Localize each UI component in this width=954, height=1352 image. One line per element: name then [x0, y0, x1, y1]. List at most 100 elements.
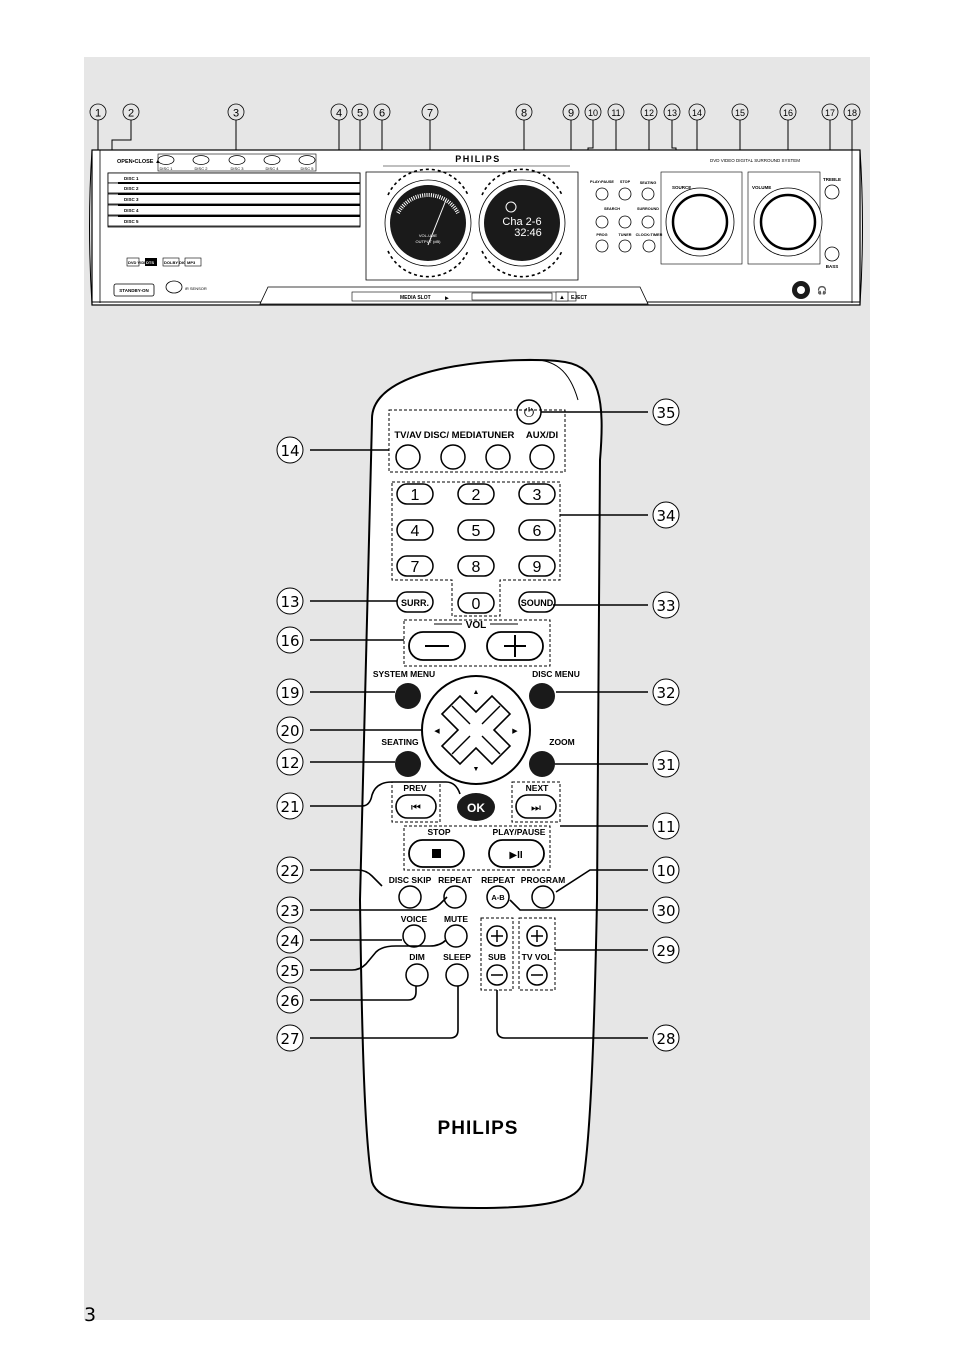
svg-text:3: 3 [233, 108, 239, 120]
disc-buttons: DISC 1 DISC 2 DISC 3 DISC 4 DISC 5 [157, 155, 316, 172]
callout-2: 2 [122, 103, 140, 121]
unit-clock-timer-button[interactable] [642, 239, 656, 253]
vol-plus-button[interactable] [486, 631, 544, 661]
unit-prog-button[interactable] [595, 239, 609, 253]
svg-text:DISC SKIP: DISC SKIP [389, 875, 432, 885]
unit-next-button[interactable] [618, 215, 632, 229]
svg-text:29: 29 [656, 942, 675, 960]
zoom-button[interactable]: ZOOM [529, 737, 575, 777]
vol-minus-button[interactable] [408, 631, 466, 661]
remote-callout-left-24: 24 [276, 926, 304, 954]
system-menu-button[interactable]: SYSTEM MENU [373, 669, 435, 709]
dim-button[interactable]: DIM [405, 952, 429, 987]
svg-text:TUNER: TUNER [618, 233, 631, 237]
svg-text:PLAY•PAUSE: PLAY•PAUSE [590, 180, 614, 184]
tv-av-button[interactable]: TV/AV [394, 430, 422, 470]
digit-5-button[interactable]: 5 [457, 519, 495, 541]
prev-button[interactable]: PREV ⏮ [395, 783, 437, 819]
disc-button-1[interactable]: DISC 1 [157, 155, 175, 172]
unit-play-pause-button[interactable] [595, 187, 609, 201]
stop-button[interactable]: STOP [408, 827, 465, 868]
bass-knob[interactable]: BASS [824, 246, 840, 269]
nav-left-icon: ◀ [434, 728, 440, 735]
play-pause-button[interactable]: PLAY/PAUSE ▶II [488, 827, 546, 868]
remote-callout-right-31: 31 [652, 750, 680, 778]
svg-text:1: 1 [411, 487, 420, 504]
disc-skip-button[interactable]: DISC SKIP [389, 875, 432, 909]
media-slot[interactable]: MEDIA SLOT ▶ ▲ EJECT [259, 286, 649, 305]
unit-tuner-button[interactable] [618, 239, 632, 253]
svg-text:PLAY/PAUSE: PLAY/PAUSE [493, 827, 546, 837]
digit-8-button[interactable]: 8 [457, 555, 495, 577]
nav-down-icon: ▼ [473, 766, 480, 773]
nav-right-icon: ▶ [512, 728, 518, 735]
repeat-button[interactable]: REPEAT [438, 875, 473, 909]
open-close-label: OPEN•CLOSE ▲ [117, 159, 160, 165]
unit-stop-button[interactable] [618, 187, 632, 201]
svg-text:AUX/DI: AUX/DI [526, 430, 558, 441]
svg-text:▲: ▲ [559, 295, 565, 301]
headphone-jack[interactable]: 🎧 [792, 281, 827, 299]
tv-vol-plus-button[interactable] [526, 925, 548, 947]
tray-4: DISC 4 [124, 208, 139, 213]
standby-button[interactable]: STANDBY-ON [113, 283, 155, 297]
digit-0-button[interactable]: 0 [457, 592, 495, 614]
unit-surround-button[interactable] [641, 215, 655, 229]
source-knob[interactable]: SOURCE [660, 171, 743, 265]
sound-button[interactable]: SOUND [518, 591, 556, 613]
svg-text:8: 8 [472, 559, 481, 576]
svg-text:STANDBY-ON: STANDBY-ON [119, 288, 148, 293]
svg-text:DOLBY DIGITAL: DOLBY DIGITAL [164, 260, 195, 265]
seating-button[interactable]: SEATING [381, 737, 421, 777]
digit-3-button[interactable]: 3 [518, 483, 556, 505]
disc-button-2[interactable]: DISC 2 [192, 155, 210, 172]
svg-text:33: 33 [656, 597, 675, 615]
svg-text:7: 7 [411, 559, 420, 576]
unit-seating-button[interactable] [641, 187, 655, 201]
aux-di-button[interactable]: AUX/DI [526, 430, 558, 470]
digit-6-button[interactable]: 6 [518, 519, 556, 541]
disc-trays: DISC 1 DISC 2 DISC 3 DISC 4 DISC 5 [107, 172, 361, 228]
mute-button[interactable]: MUTE [444, 914, 468, 948]
disc-menu-button[interactable]: DISC MENU [529, 669, 580, 709]
tv-vol-minus-button[interactable] [526, 964, 548, 986]
svg-text:17: 17 [825, 108, 835, 118]
callout-18: 18 [843, 103, 861, 121]
surr-button[interactable]: SURR. [396, 591, 434, 613]
svg-text:14: 14 [692, 108, 702, 118]
unit-prev-button[interactable] [595, 215, 609, 229]
remote-callout-left-25: 25 [276, 956, 304, 984]
repeat-ab-button[interactable]: REPEAT A-B [481, 875, 516, 909]
digit-4-button[interactable]: 4 [396, 519, 434, 541]
digit-7-button[interactable]: 7 [396, 555, 434, 577]
ok-button[interactable]: OK [457, 793, 495, 821]
svg-text:4: 4 [411, 523, 420, 540]
remote-callout-right-33: 33 [652, 591, 680, 619]
remote-callout-left-20: 20 [276, 716, 304, 744]
svg-text:21: 21 [280, 798, 299, 816]
disc-button-5[interactable]: DISC 5 [298, 155, 316, 172]
svg-text:30: 30 [656, 902, 675, 920]
disc-button-3[interactable]: DISC 3 [228, 155, 246, 172]
digit-9-button[interactable]: 9 [518, 555, 556, 577]
program-button[interactable]: PROGRAM [521, 875, 565, 909]
sub-plus-button[interactable] [486, 925, 508, 947]
digit-1-button[interactable]: 1 [396, 483, 434, 505]
svg-text:NEXT: NEXT [526, 783, 549, 793]
tuner-button[interactable]: TUNER [482, 430, 515, 470]
treble-knob[interactable]: TREBLE [823, 177, 841, 200]
sleep-button[interactable]: SLEEP [443, 952, 471, 987]
digit-2-button[interactable]: 2 [457, 483, 495, 505]
next-button[interactable]: NEXT ⏭ [515, 783, 557, 819]
volume-knob[interactable]: VOLUME [747, 171, 823, 265]
svg-text:8: 8 [521, 108, 527, 120]
svg-text:5: 5 [357, 108, 363, 120]
power-button[interactable]: ⏻ [516, 399, 542, 425]
svg-text:13: 13 [280, 593, 299, 611]
voice-button[interactable]: VOICE [401, 914, 428, 948]
remote-callout-right-34: 34 [652, 501, 680, 529]
disc-media-button[interactable]: DISC/ MEDIA [424, 430, 483, 470]
disc-button-4[interactable]: DISC 4 [263, 155, 281, 172]
navigation-pad[interactable]: ▲ ▼ ◀ ▶ [421, 675, 531, 785]
sub-minus-button[interactable] [486, 964, 508, 986]
